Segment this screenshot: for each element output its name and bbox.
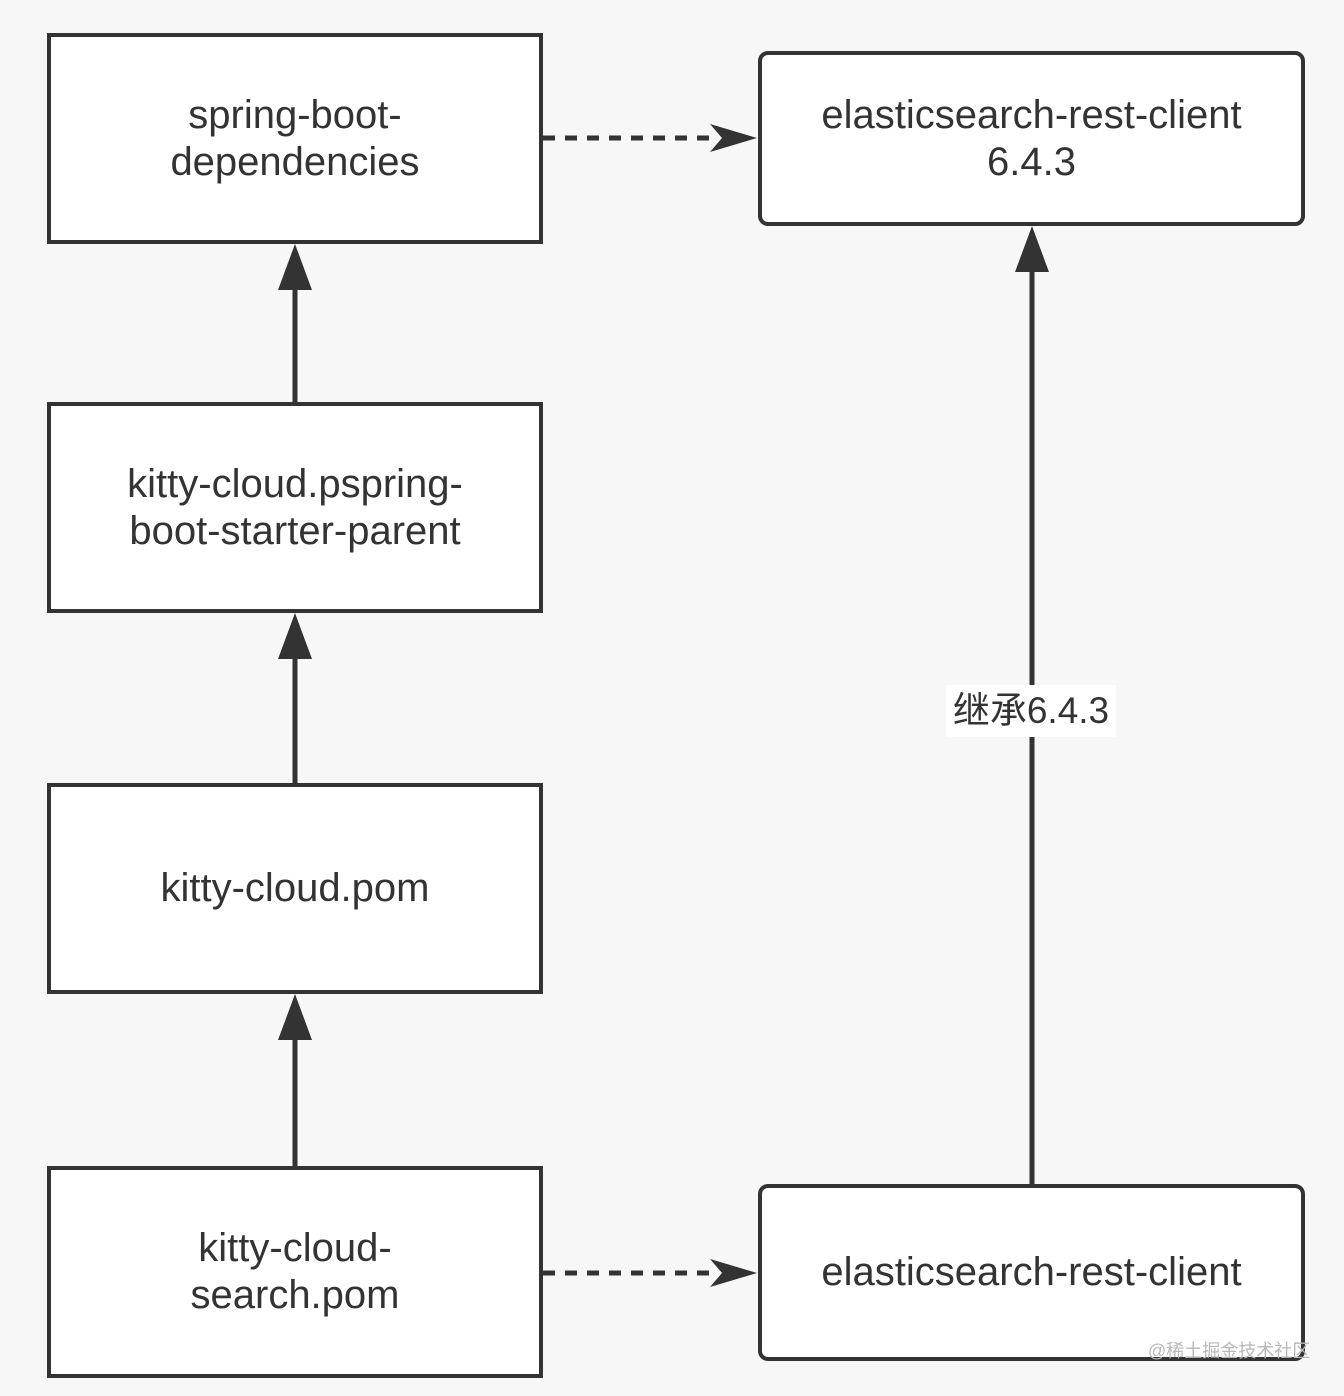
- node-label-line: 6.4.3: [987, 139, 1076, 184]
- node-label-line: elasticsearch-rest-client: [821, 92, 1242, 137]
- node-kitty-cloud-search-pom: kitty-cloud- search.pom: [47, 1166, 543, 1378]
- node-label-line: dependencies: [170, 139, 420, 184]
- node-label-line: spring-boot-: [188, 92, 402, 137]
- node-label-line: kitty-cloud-: [198, 1226, 392, 1270]
- node-spring-boot-dependencies: spring-boot- dependencies: [47, 33, 543, 244]
- arrowhead-up-icon: [1015, 226, 1049, 272]
- node-label-line: elasticsearch-rest-client: [821, 1250, 1242, 1294]
- node-label-line: kitty-cloud.pom: [160, 866, 430, 910]
- node-kitty-cloud-parent: kitty-cloud.pspring- boot-starter-parent: [47, 402, 543, 613]
- arrowhead-up-icon: [278, 994, 312, 1040]
- node-es-client-643: elasticsearch-rest-client 6.4.3: [758, 51, 1305, 226]
- arrowhead-up-icon: [278, 613, 312, 659]
- arrowhead-right-icon: [710, 124, 757, 152]
- arrowhead-right-icon: [710, 1259, 757, 1287]
- node-kitty-cloud-pom: kitty-cloud.pom: [47, 783, 543, 994]
- node-label-line: kitty-cloud.pspring-: [127, 461, 463, 506]
- node-label-line: search.pom: [190, 1273, 400, 1317]
- edge-label-inherit: 继承6.4.3: [946, 685, 1116, 737]
- node-es-client: elasticsearch-rest-client: [758, 1184, 1305, 1361]
- watermark: @稀土掘金技术社区: [1148, 1341, 1311, 1361]
- node-label-line: boot-starter-parent: [129, 508, 461, 553]
- arrowhead-up-icon: [278, 244, 312, 290]
